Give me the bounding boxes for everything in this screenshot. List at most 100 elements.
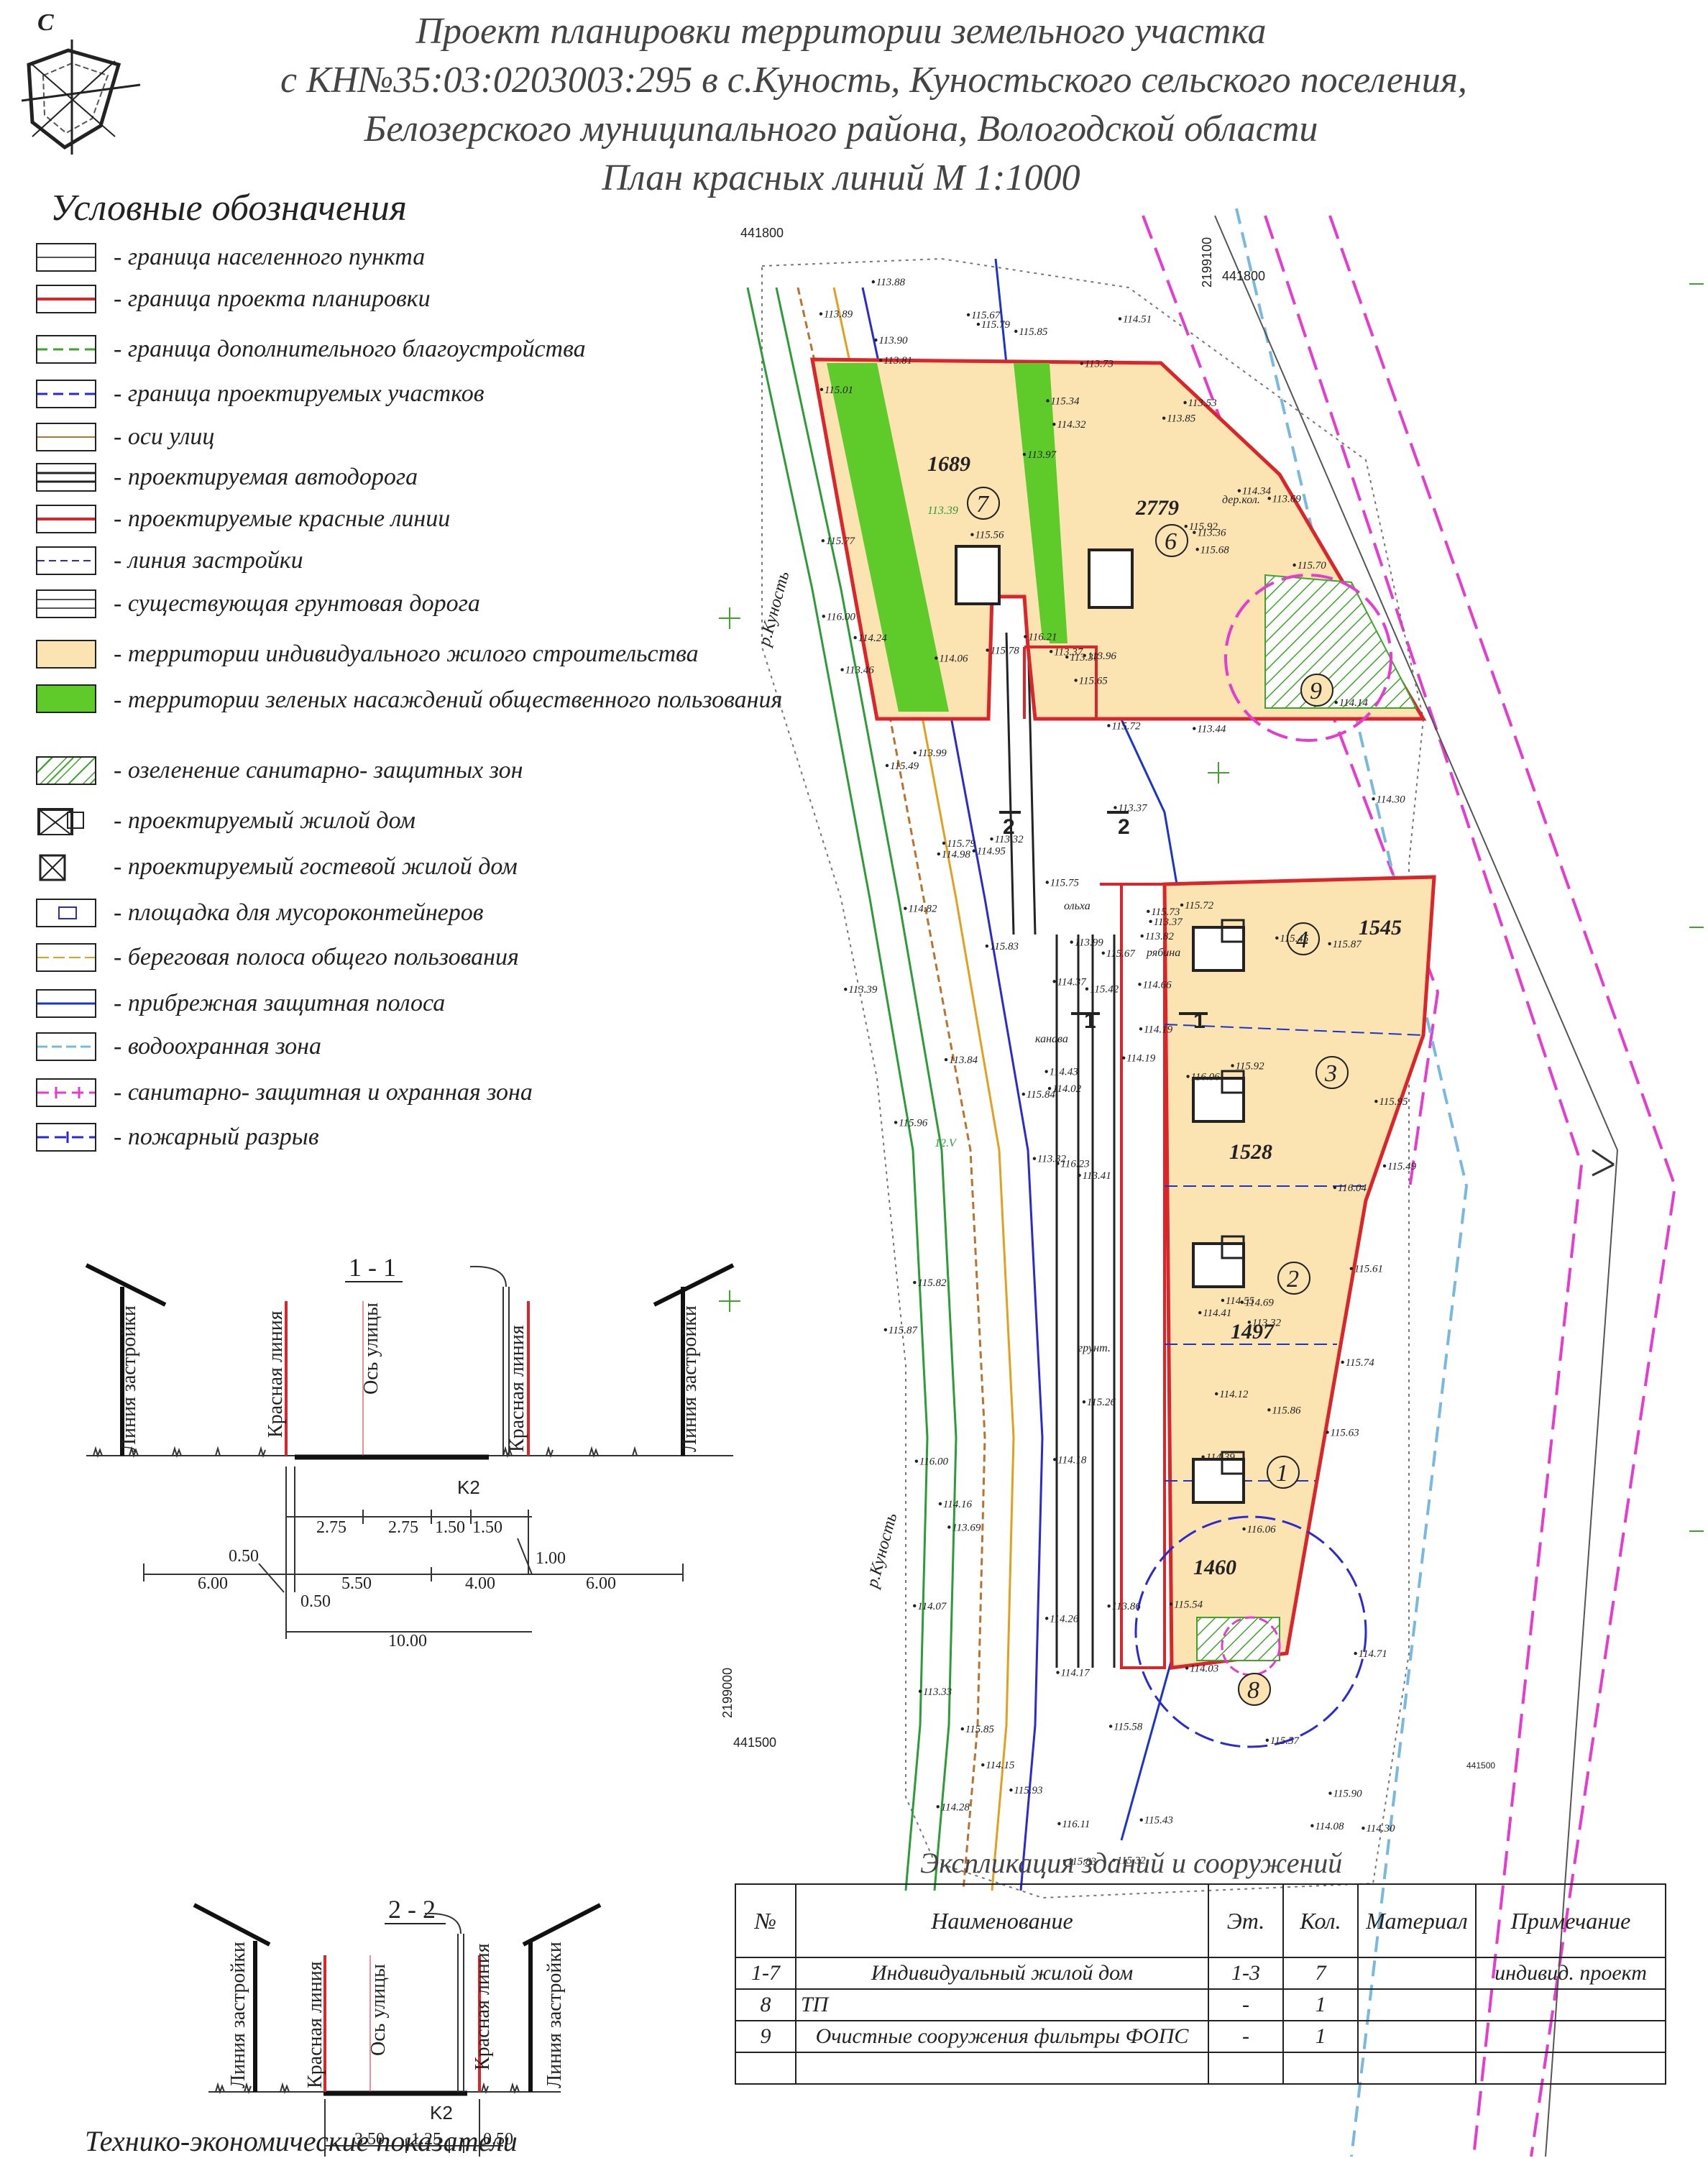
elevation-label: 115.57 bbox=[1270, 1735, 1300, 1747]
legend-item-waste-site: - площадка для мусороконтейнеров bbox=[36, 897, 812, 932]
planning-boundary-icon bbox=[36, 285, 96, 313]
elevation-dot bbox=[1118, 317, 1122, 321]
elevation-dot bbox=[913, 751, 917, 755]
elevation-label: 116.00 bbox=[919, 1456, 949, 1468]
waste-site-icon bbox=[36, 899, 96, 927]
section-2-label: Ось улицы bbox=[367, 1964, 390, 2056]
elevation-label: 115.77 bbox=[826, 536, 856, 547]
elevation-dot bbox=[874, 338, 878, 342]
elevation-label: 114.02 bbox=[1052, 1083, 1082, 1095]
grid-label: 2199100 bbox=[1200, 237, 1214, 288]
guest-house-icon bbox=[1221, 919, 1245, 1475]
title-line-1: Проект планировки территории земельного … bbox=[415, 11, 1267, 52]
elevation-dot bbox=[1070, 940, 1073, 944]
section-2-dim: 0.50 bbox=[483, 2130, 513, 2149]
elevation-dot bbox=[918, 1689, 922, 1693]
elevation-label: 113.82 bbox=[1145, 931, 1175, 942]
elevation-label: 115.42 bbox=[1090, 984, 1119, 996]
elevation-dot bbox=[1046, 399, 1050, 403]
elevation-label: 115.49 bbox=[890, 761, 919, 772]
elevation-label: 115.68 bbox=[1200, 544, 1230, 556]
fire-gap-icon bbox=[36, 1123, 96, 1152]
elevation-dot bbox=[1372, 797, 1375, 801]
green-strip-east-b bbox=[1035, 363, 1068, 643]
legend-item-green: - территории зеленых насаждений обществе… bbox=[36, 683, 812, 748]
elevation-dot bbox=[883, 1328, 888, 1331]
elevation-label: 113.85 bbox=[1167, 413, 1196, 425]
elevation-dot bbox=[1242, 1527, 1246, 1531]
elevation-label: 115.72 bbox=[1111, 720, 1141, 732]
section-1-dim: 0.50 bbox=[300, 1592, 331, 1611]
map-annotation: рябина bbox=[1146, 947, 1180, 959]
elevation-label: 115.78 bbox=[991, 645, 1020, 656]
elevation-label: 113.96 bbox=[1088, 651, 1117, 662]
elevation-label: 114.19 bbox=[1144, 1024, 1173, 1035]
section-2-road: K2 bbox=[430, 2102, 453, 2123]
section-2-dim: 1.25 bbox=[411, 2130, 441, 2149]
section-2-title: 2 - 2 bbox=[388, 1895, 436, 1924]
shore-strip-icon bbox=[36, 943, 96, 972]
section-1-label: Красная линия bbox=[265, 1310, 287, 1438]
explication-title: Экспликация зданий и сооружений bbox=[920, 1847, 1343, 1879]
elevation-dot bbox=[1186, 1075, 1190, 1078]
elevation-label: 115.01 bbox=[825, 385, 853, 396]
elevation-label: 114.39 bbox=[1206, 1452, 1236, 1464]
plot-6-number: 6 bbox=[1165, 528, 1177, 555]
improvement-boundary-icon bbox=[36, 335, 96, 364]
elevation-dot bbox=[936, 1805, 940, 1809]
elevation-dot bbox=[976, 322, 981, 326]
col-header: Эт. bbox=[1208, 1883, 1284, 1958]
elevation-dot bbox=[1237, 489, 1241, 492]
elevation-dot bbox=[942, 841, 946, 845]
plot-4-number: 4 bbox=[1296, 927, 1308, 953]
elevation-label: 113.32 bbox=[994, 834, 1024, 845]
elevation-dot bbox=[819, 387, 824, 391]
elevation-dot bbox=[1140, 934, 1144, 938]
section-1-dim: 6.00 bbox=[198, 1574, 228, 1593]
elevation-dot bbox=[1049, 650, 1053, 653]
water-protection-line bbox=[1235, 208, 1469, 2157]
section-2-label: Красная линия bbox=[304, 1961, 326, 2088]
elevation-label: 114.82 bbox=[908, 904, 937, 915]
elevation-label: 115.75 bbox=[1050, 877, 1080, 889]
elevation-label: 114.17 bbox=[1061, 1668, 1091, 1679]
table-row bbox=[735, 2052, 1666, 2085]
elevation-label: 113.32 bbox=[1037, 1154, 1067, 1165]
table-cell: 1 bbox=[1282, 2020, 1359, 2053]
elevation-dot bbox=[935, 656, 938, 660]
col-header: № bbox=[735, 1883, 796, 1958]
elevation-dot bbox=[944, 1057, 948, 1062]
settlement-boundary-line bbox=[1214, 215, 1619, 2157]
elevation-label: 114.24 bbox=[858, 633, 888, 644]
elevation-label: 114.32 bbox=[1057, 419, 1086, 431]
plot-2-number: 2 bbox=[1287, 1266, 1299, 1292]
table-cell bbox=[735, 2052, 796, 2085]
elevation-dot bbox=[1138, 983, 1142, 986]
elevation-dot bbox=[1032, 1157, 1037, 1160]
elevation-dot bbox=[966, 313, 970, 317]
plot-7-area: 1689 bbox=[927, 452, 970, 476]
table-cell: 1-3 bbox=[1208, 1957, 1284, 1990]
elevation-dot bbox=[1328, 1791, 1332, 1795]
elevation-dot bbox=[1147, 909, 1150, 913]
section-1-dim: 0.50 bbox=[229, 1547, 259, 1566]
elevation-label: 113.37 bbox=[1118, 802, 1148, 814]
plot-number-circles bbox=[967, 487, 1349, 1706]
elevation-dot bbox=[1052, 423, 1056, 426]
fire-gap-circle bbox=[1134, 1515, 1367, 1748]
table-cell bbox=[1357, 1988, 1477, 2021]
elevation-label: 113.84 bbox=[949, 1055, 978, 1066]
legend-item-settlement-boundary: - граница населенного пункта bbox=[36, 242, 812, 276]
title-line-2: с КН№35:03:0203003:295 в с.Куность, Куно… bbox=[280, 60, 1467, 101]
table-row: 8 ТП - 1 bbox=[735, 1988, 1666, 2021]
explication-table: № Наименование Эт. Кол. Материал Примеча… bbox=[735, 1883, 1666, 2085]
elevation-dot bbox=[871, 280, 876, 284]
elevation-label: 115.92 bbox=[1189, 521, 1218, 533]
table-cell bbox=[1475, 1988, 1666, 2021]
elevation-dot bbox=[1326, 1431, 1329, 1434]
elevation-label: 115.83 bbox=[1068, 1856, 1096, 1868]
elevation-label: 114.41 bbox=[1203, 1308, 1231, 1319]
legend-title: Условные обозначения bbox=[50, 188, 407, 229]
elevation-dot bbox=[1374, 1099, 1378, 1103]
